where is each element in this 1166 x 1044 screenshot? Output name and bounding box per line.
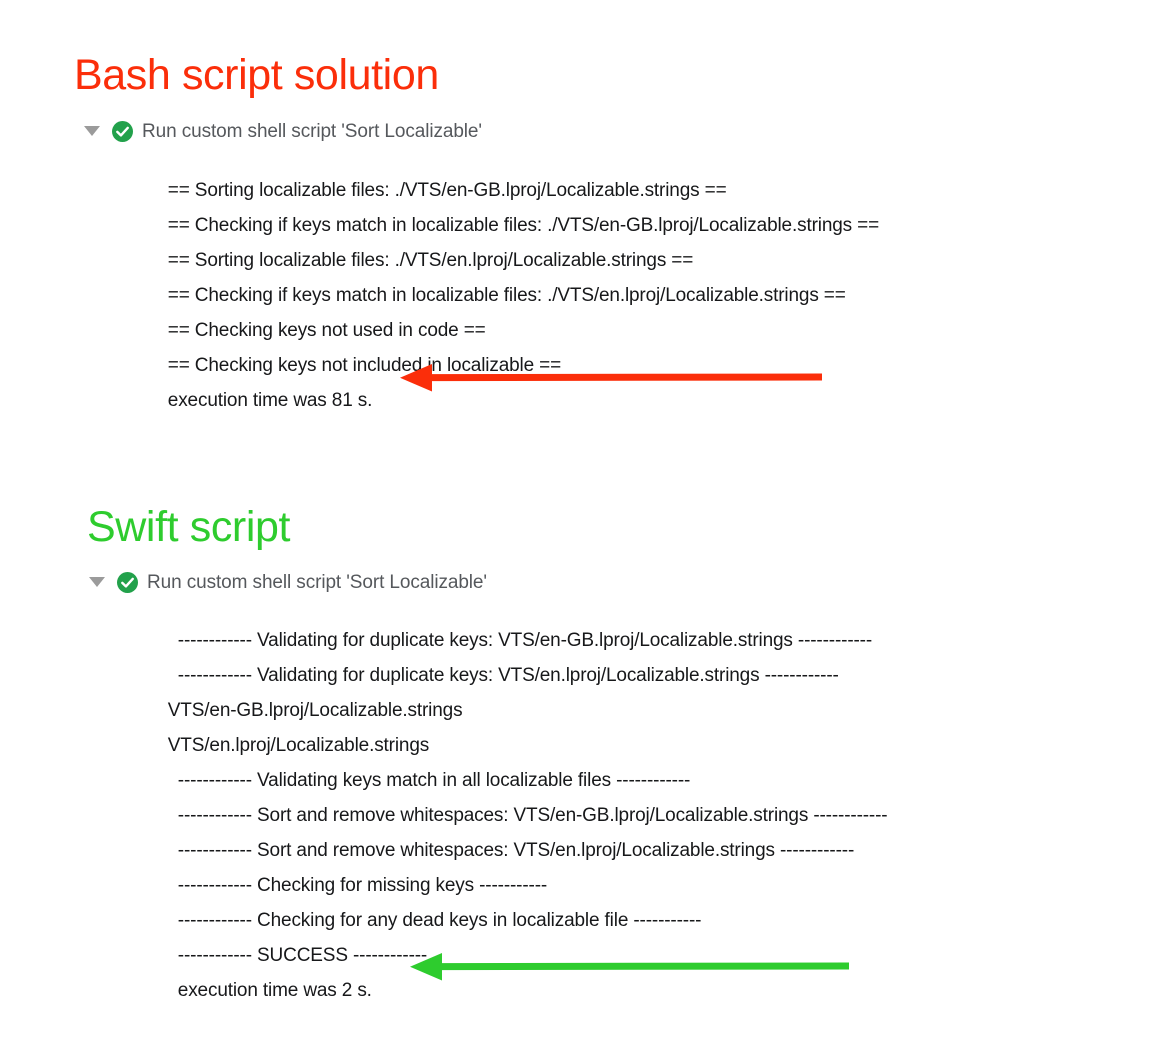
log-line-text: ------------ Validating for duplicate ke…	[177, 630, 873, 651]
log-line-text: == Checking keys not used in code ==	[167, 320, 486, 341]
log-line: ------------ Checking for any dead keys …	[0, 885, 887, 931]
log-line: ------------ Sort and remove whitespaces…	[0, 780, 888, 826]
log-line-text: ------------ Validating keys match in al…	[177, 770, 691, 791]
log-line: VTS/en.lproj/Localizable.strings	[0, 710, 887, 756]
log-line-text: == Checking if keys match in localizable…	[167, 215, 880, 236]
bash-build-log-header-row[interactable]: Run custom shell script 'Sort Localizabl…	[84, 119, 482, 143]
log-line-text: ------------ Checking for any dead keys …	[177, 910, 702, 931]
bash-build-log-header-label: Run custom shell script 'Sort Localizabl…	[142, 120, 482, 142]
log-line: VTS/en-GB.lproj/Localizable.strings	[0, 675, 887, 721]
bash-section-title: Bash script solution	[74, 51, 439, 99]
execution-time-line: execution time was 81 s.	[0, 365, 879, 411]
log-line: == Checking keys not used in code ==	[0, 295, 879, 341]
log-line-text: ------------ Sort and remove whitespaces…	[177, 840, 855, 861]
log-line: ------------ Validating for duplicate ke…	[0, 640, 887, 686]
log-line: ------------ Sort and remove whitespaces…	[0, 815, 887, 861]
execution-time-line: execution time was 2 s.	[0, 955, 887, 1001]
green-check-circle-icon	[117, 571, 138, 593]
disclosure-triangle-icon[interactable]	[89, 577, 105, 587]
log-line: ------------ Checking for missing keys -…	[0, 850, 887, 896]
swift-section-title: Swift script	[87, 503, 291, 551]
log-line-text: ------------ SUCCESS ------------	[177, 945, 428, 966]
swift-build-log-header-label: Run custom shell script 'Sort Localizabl…	[147, 571, 487, 593]
log-line: ------------ Validating keys match in al…	[0, 745, 887, 791]
swift-execution-time-text: execution time was 2 s.	[177, 980, 372, 1001]
swift-log-output: ------------ Validating for duplicate ke…	[0, 605, 888, 1001]
log-line-text: == Sorting localizable files: ./VTS/en-G…	[167, 180, 727, 201]
log-line-text: == Sorting localizable files: ./VTS/en.l…	[167, 250, 694, 271]
log-line: ------------ SUCCESS ------------	[0, 920, 887, 966]
log-line: == Sorting localizable files: ./VTS/en.l…	[0, 225, 879, 271]
green-check-circle-icon	[112, 120, 133, 142]
log-line: == Checking if keys match in localizable…	[0, 260, 879, 306]
log-line: == Checking keys not included in localiz…	[0, 330, 879, 376]
log-line-text: ------------ Validating for duplicate ke…	[177, 665, 839, 686]
log-line: == Sorting localizable files: ./VTS/en-G…	[0, 155, 879, 201]
disclosure-triangle-icon[interactable]	[84, 126, 100, 136]
log-line: ------------ Validating for duplicate ke…	[0, 605, 887, 651]
bash-execution-time-text: execution time was 81 s.	[167, 390, 373, 411]
log-line-text: VTS/en.lproj/Localizable.strings	[167, 735, 430, 756]
log-line-text: == Checking keys not included in localiz…	[167, 355, 562, 376]
swift-build-log-header-row[interactable]: Run custom shell script 'Sort Localizabl…	[89, 570, 487, 594]
bash-log-output: == Sorting localizable files: ./VTS/en-G…	[0, 155, 879, 411]
log-line-text: ------------ Checking for missing keys -…	[177, 875, 548, 896]
bash-annotation-arrow	[400, 364, 823, 392]
log-line-text: ------------ Sort and remove whitespaces…	[177, 805, 888, 826]
log-line-text: == Checking if keys match in localizable…	[167, 285, 846, 306]
log-line-text: VTS/en-GB.lproj/Localizable.strings	[167, 700, 463, 721]
swift-annotation-arrow	[410, 953, 850, 981]
log-line: == Checking if keys match in localizable…	[0, 190, 879, 236]
